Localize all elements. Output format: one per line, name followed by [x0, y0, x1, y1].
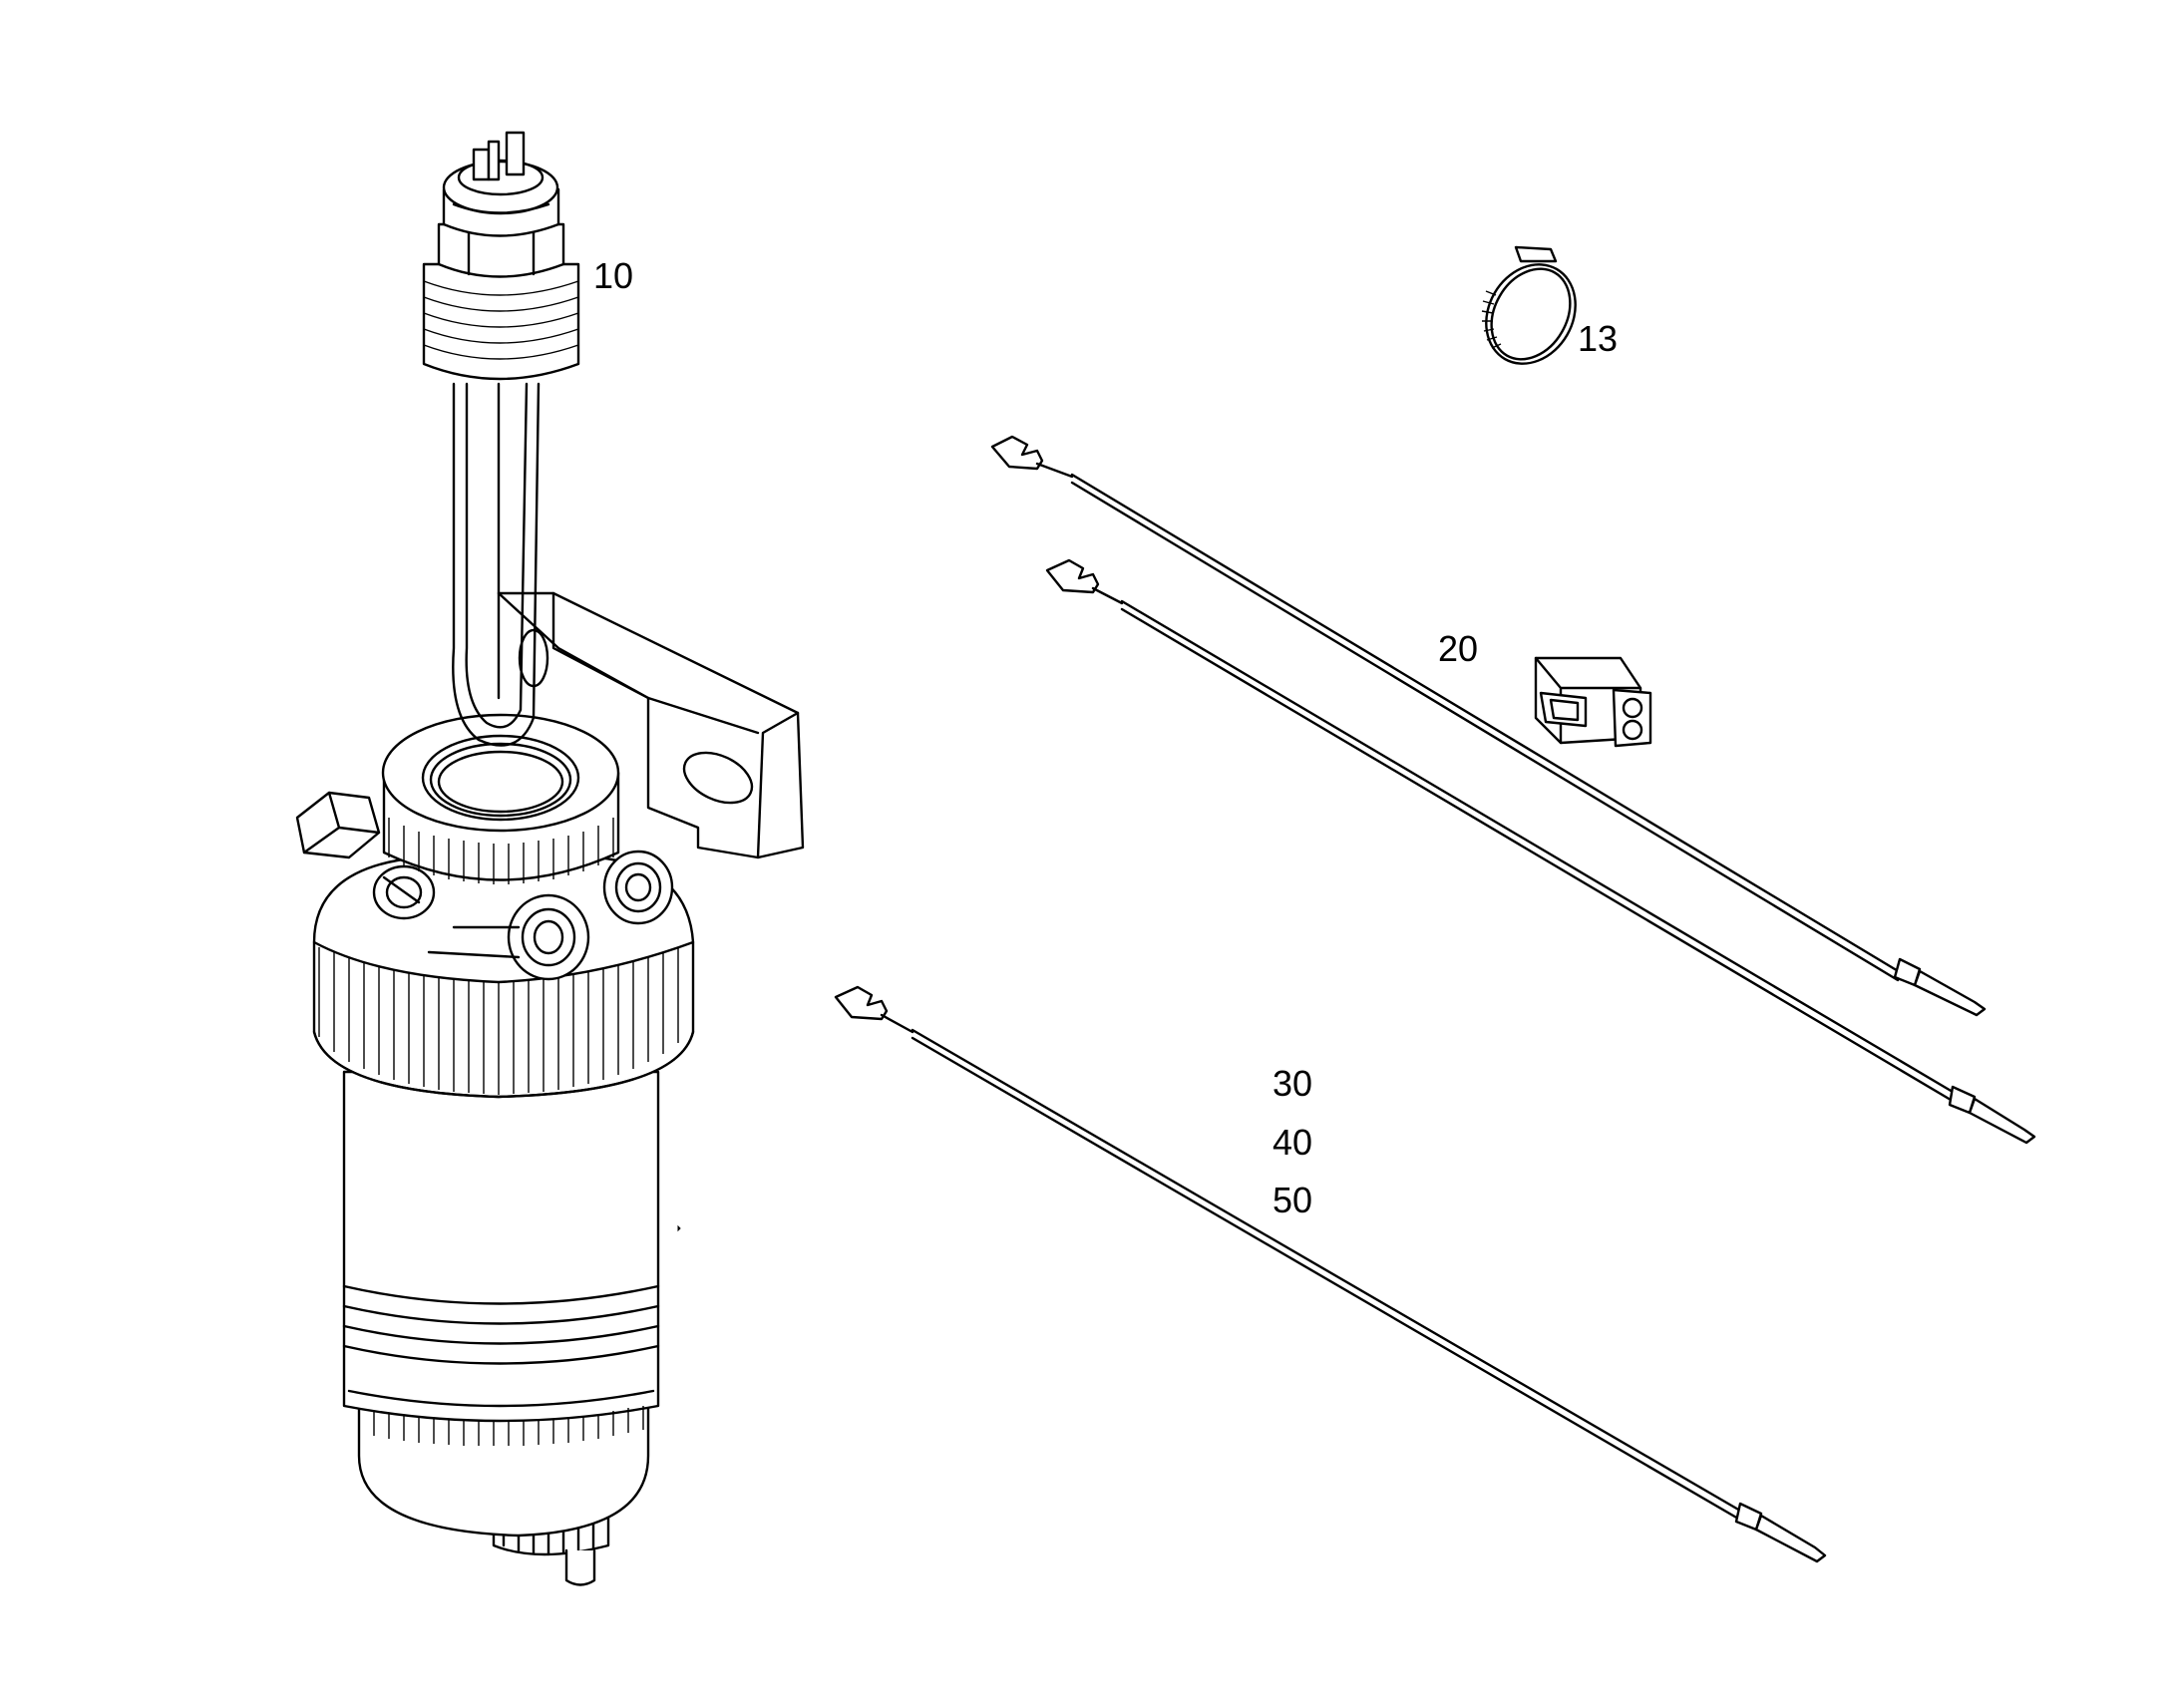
cable-middle	[1045, 558, 2036, 1145]
filter-bowl	[342, 1344, 660, 1537]
callout-40: 40	[1272, 1122, 1313, 1163]
cable-lower	[834, 985, 1827, 1563]
callout-50: 50	[1272, 1180, 1313, 1220]
top-port	[381, 713, 620, 884]
callout-10: 10	[593, 255, 634, 296]
mounting-bracket	[497, 591, 805, 859]
sensor-probe	[452, 382, 541, 747]
collar-ring	[312, 940, 695, 1099]
callout-20: 20	[1438, 628, 1479, 669]
callout-30: 30	[1272, 1063, 1313, 1104]
hose-clamp	[1481, 245, 1577, 365]
filter-head	[295, 791, 695, 984]
fuel-filter-assembly	[295, 131, 805, 1586]
filter-cartridge	[342, 1070, 681, 1365]
sensor-head	[422, 131, 580, 381]
cable-upper	[990, 435, 1987, 1017]
two-pin-connector	[1534, 656, 1652, 748]
callout-13: 13	[1578, 318, 1619, 359]
